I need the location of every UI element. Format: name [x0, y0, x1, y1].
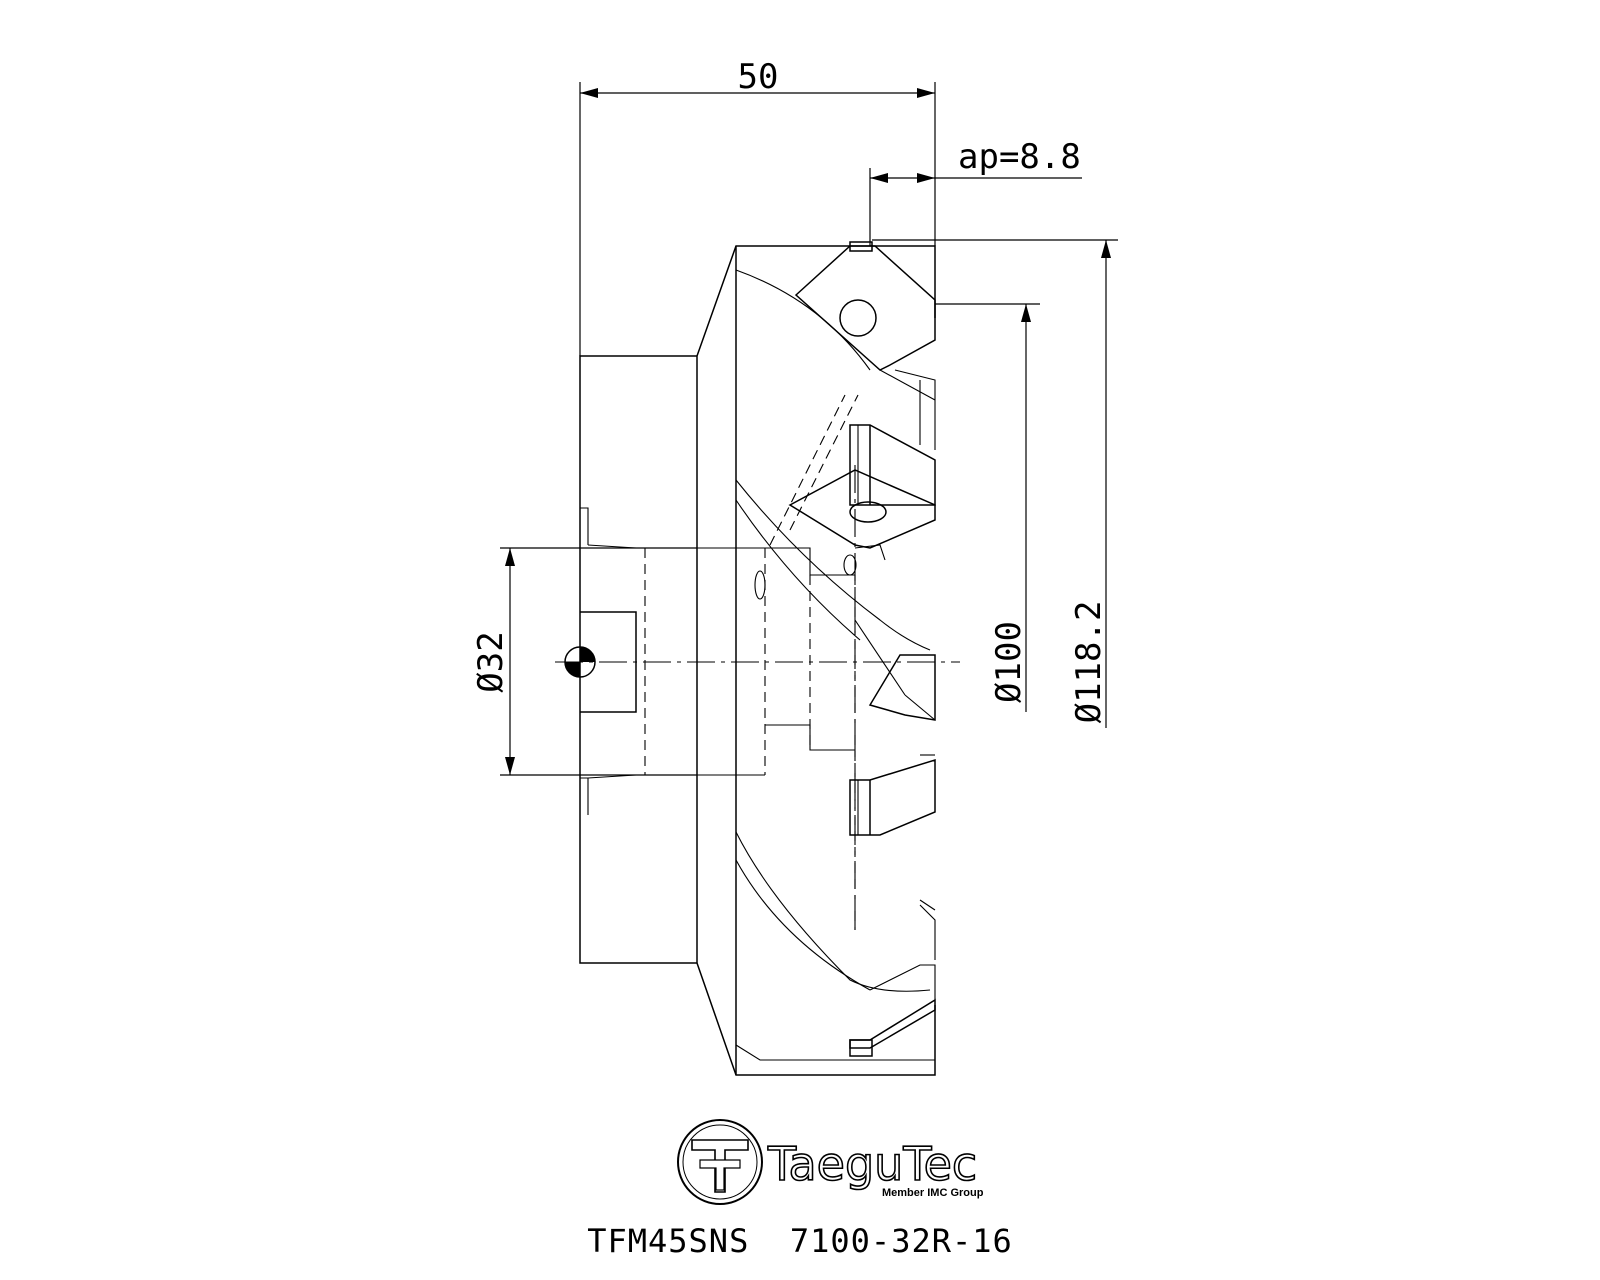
- datum-symbol: [564, 646, 596, 678]
- dimension-overall-length: 50: [579, 57, 936, 356]
- dimension-bore-diameter-label: Ø32: [471, 631, 511, 692]
- dimension-bore-diameter: Ø32: [471, 547, 697, 776]
- dimension-max-diameter: Ø118.2: [872, 239, 1118, 728]
- insert-lower-clamp: [849, 754, 936, 836]
- dimension-depth-of-cut: ap=8.8: [869, 137, 1082, 246]
- dimension-cutter-diameter-label: Ø100: [989, 621, 1029, 703]
- insert-upper-clamp: [849, 369, 936, 506]
- taegutec-logo: TaeguTec Member IMC Group: [677, 1119, 984, 1205]
- insert-bottom: [849, 899, 936, 1057]
- dimension-max-diameter-label: Ø118.2: [1069, 601, 1109, 724]
- part-number: TFM45SNS 7100-32R-16: [587, 1222, 1013, 1260]
- dimension-cutter-diameter: Ø100: [935, 303, 1040, 712]
- dimension-overall-length-label: 50: [738, 57, 779, 97]
- dimension-depth-of-cut-label: ap=8.8: [958, 137, 1081, 177]
- cutter-body: [579, 245, 936, 1076]
- insert-top: [794, 241, 936, 401]
- center-lines: [555, 465, 960, 930]
- insert-center: [754, 469, 936, 600]
- insert-middle: [854, 619, 936, 721]
- logo-brand: TaeguTec: [767, 1137, 977, 1191]
- logo-tagline: Member IMC Group: [882, 1187, 984, 1199]
